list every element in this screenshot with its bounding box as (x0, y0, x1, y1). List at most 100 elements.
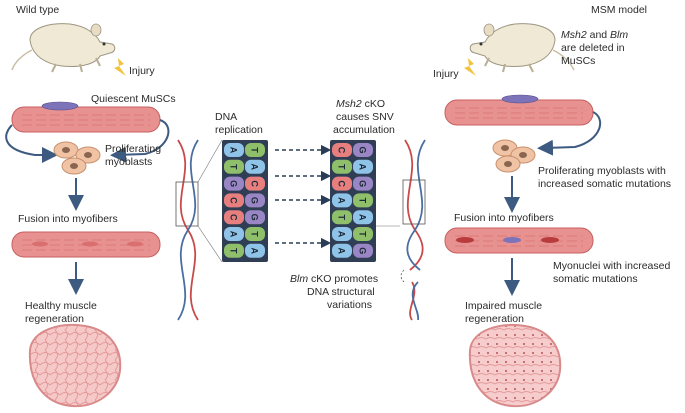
base-r1-5 (332, 227, 352, 241)
base-letter-l2-4: G (250, 214, 260, 221)
injury-bolt-right (464, 58, 476, 76)
myoblasts-left (53, 141, 101, 175)
base-l2-2 (245, 176, 265, 191)
arrow-activation-left (110, 119, 170, 163)
base-letter-l1-6: T (229, 248, 239, 254)
arrow-activation-right (537, 111, 602, 156)
healthy-label-1: Healthy muscle (25, 300, 97, 312)
base-r2-0 (353, 143, 373, 157)
base-r1-2 (332, 176, 352, 191)
base-r1-0 (332, 143, 352, 157)
base-r2-1 (353, 159, 373, 174)
base-letter-l2-2: C (250, 180, 260, 187)
deleted-label-3: MuSCs (561, 55, 595, 67)
base-letter-r2-5: T (358, 231, 368, 237)
replication-arrows (275, 144, 332, 249)
base-letter-l1-1: T (229, 164, 239, 170)
healthy-muscle-cross-section (28, 324, 122, 408)
base-letter-r2-0: G (358, 146, 368, 153)
base-letter-r1-1: T (337, 164, 347, 170)
dna-helix-left (175, 139, 199, 321)
base-r2-6 (353, 243, 373, 258)
base-l2-0 (245, 143, 265, 157)
deleted-label-2: are deleted in (561, 42, 625, 54)
base-letter-l1-0: A (229, 147, 239, 154)
base-r2-4 (353, 210, 373, 225)
myonuclei-label-1: Myonuclei with increased (553, 260, 670, 272)
healthy-label-2: regeneration (25, 313, 84, 325)
impaired-label-2: regeneration (465, 313, 524, 325)
prolif-label-right-2: increased somatic mutations (538, 178, 671, 190)
base-letter-l2-1: A (250, 164, 260, 171)
dna-replication-label-2: replication (215, 124, 263, 136)
base-letter-l2-0: T (250, 147, 260, 153)
fusion-label-right: Fusion into myofibers (454, 212, 554, 224)
base-r1-6 (332, 243, 352, 258)
base-letter-l2-5: T (250, 231, 260, 237)
msm-model-title: MSM model (591, 4, 647, 16)
msh2-ko-label-3: accumulation (333, 124, 395, 136)
blm-ko-label-1: Blm cKO promotes (290, 273, 378, 285)
quiescent-musc-label: Quiescent MuSCs (91, 93, 176, 105)
dna-replication-label-1: DNA (215, 111, 237, 123)
base-r1-3 (332, 193, 352, 208)
strand-break-mark (400, 269, 405, 283)
msh2-ko-label-2: causes SNV (336, 111, 394, 123)
base-letter-l2-6: A (250, 248, 260, 255)
base-l1-4 (224, 210, 244, 225)
zoom-lines-left (197, 139, 223, 263)
arrow-self-renew-left (5, 124, 58, 163)
base-r2-2 (353, 176, 373, 191)
wild-type-title: Wild type (16, 4, 59, 16)
base-letter-r2-2: G (358, 180, 368, 187)
base-letter-r1-3: A (337, 197, 347, 204)
deleted-label-1: Msh2 and Blm (561, 29, 628, 41)
blm-ko-label-2: DNA structural (307, 286, 375, 298)
dna-helix-right (402, 139, 426, 321)
base-letter-r2-6: G (358, 247, 368, 254)
injury-bolt-left (114, 58, 126, 76)
base-letter-r1-6: A (337, 248, 347, 255)
impaired-label-1: Impaired muscle (465, 300, 542, 312)
myofiber-fused-right (444, 227, 594, 254)
myofiber-quiescent-right (444, 94, 594, 126)
base-l2-4 (245, 210, 265, 225)
impaired-muscle-cross-section (468, 324, 562, 408)
blm-ko-label-3: variations (327, 299, 372, 311)
fusion-label-left: Fusion into myofibers (18, 213, 118, 225)
injury-label-right: Injury (433, 68, 459, 80)
base-l1-5 (224, 227, 244, 241)
base-r1-1 (332, 159, 352, 174)
mouse-left (11, 23, 116, 73)
base-letter-l1-4: C (229, 214, 239, 221)
base-l1-1 (224, 159, 244, 174)
base-r1-4 (332, 210, 352, 225)
base-l2-5 (245, 227, 265, 241)
mouse-right (469, 23, 575, 73)
base-l1-2 (224, 176, 244, 191)
base-l1-3 (224, 193, 244, 208)
base-letter-r2-3: T (358, 198, 368, 204)
base-l2-1 (245, 159, 265, 174)
prolif-label-right-1: Proliferating myoblasts with (538, 165, 666, 177)
base-letter-r1-2: C (337, 180, 347, 187)
base-l1-6 (224, 243, 244, 258)
base-letter-l2-3: G (250, 197, 260, 204)
base-l2-6 (245, 243, 265, 258)
proliferating-label-left-2: myoblasts (105, 156, 152, 168)
base-letter-r1-4: T (337, 214, 347, 220)
base-letter-r1-5: A (337, 231, 347, 238)
base-r2-5 (353, 227, 373, 241)
base-l2-3 (245, 193, 265, 208)
base-letter-l1-2: G (229, 180, 239, 187)
base-letter-r2-1: A (358, 164, 368, 171)
base-r2-3 (353, 193, 373, 208)
myofiber-quiescent-left (11, 101, 161, 133)
base-letter-l1-3: C (229, 197, 239, 204)
injury-label-left: Injury (129, 65, 155, 77)
myonuclei-label-2: somatic mutations (553, 273, 638, 285)
myoblasts-right (492, 139, 536, 173)
